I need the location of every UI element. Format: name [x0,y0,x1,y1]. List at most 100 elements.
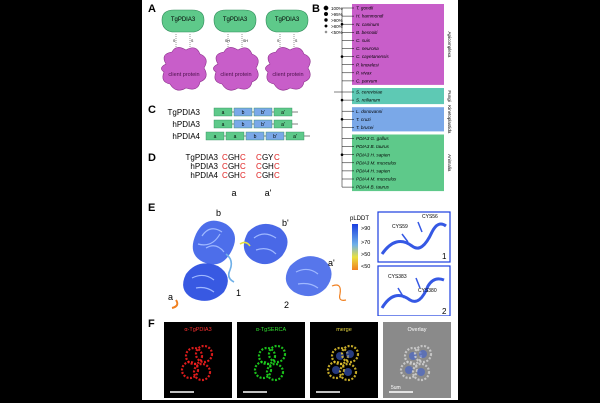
motif-residue: C [240,153,246,162]
panel-letter-e: E [148,202,156,214]
motif-residue: Y [268,153,274,162]
taxon-label: PDIA3 H. sapien [356,152,390,157]
nucleus [332,366,340,374]
domain-box-label: a' [281,122,285,128]
domain-box-label: a [222,122,225,128]
taxon-label: T. gondii [356,6,374,11]
scale-label: 5um [391,385,401,391]
clade-label-api: Apicomplexa [447,32,452,58]
panel-letter-d: D [148,152,156,164]
plddt-tick-0: >90 [361,226,370,232]
plddt-tick-3: <50 [361,264,370,270]
cell-signal [267,344,287,364]
cell-signal [411,362,431,382]
motif-residue: G [228,162,234,171]
taxon-label: T. brucei [356,125,374,130]
plddt-tick-2: >50 [361,252,370,258]
panel-letter-c: C [148,104,156,116]
domain-box-label: b [242,110,245,116]
motif-residue: C [240,162,246,171]
clade-label-ani: Animalia [447,154,452,172]
legend-dot [324,18,328,22]
plddt-title: pLDDT [350,216,369,222]
domain-label-a: a [168,292,173,302]
taxon-label: S. cerevisiae [356,90,383,95]
clade-label-fungi: Fungi [447,90,452,101]
cell-signal [180,360,200,380]
legend-label: <50% [331,30,343,35]
domain-box [233,119,253,129]
motif-label-aprime: a' [265,188,272,198]
panel-letter-b: B [312,3,320,15]
motif-residue: C [222,171,228,180]
enzyme-label: TgPDIA3 [171,17,196,23]
inset-1-num: 1 [442,252,447,261]
motif-residue: H [234,171,240,180]
site-label-1: 1 [236,288,241,298]
client-protein-label: client protein [272,72,303,78]
inset-1-label-1: CYS56 [422,214,438,220]
bond-label: S [191,39,194,43]
support-node [340,153,344,156]
domain-label-bprime: b' [282,218,289,228]
plddt-tick-1: >70 [361,240,370,246]
motif-residue: G [228,171,234,180]
domain-box-label: b [242,122,245,128]
domain-box [273,119,293,129]
micrograph-label: merge [336,327,352,333]
inset-2 [377,265,451,316]
cell-signal [340,344,360,364]
motif-residue: C [256,171,262,180]
panel-letter-a: A [148,3,156,15]
bond-label: SH [225,39,230,43]
domain-box [225,131,245,141]
domain-box [285,131,305,141]
motif-residue: C [222,162,228,171]
bond-label: S [173,39,176,43]
bond-label: S [277,39,280,43]
legend-label: >95% [331,12,343,17]
domain-box [253,119,273,129]
motif-residue: C [256,153,262,162]
taxon-label: S. reilianum [356,98,380,103]
clade-box-kin [352,107,444,132]
clade-label-kin: Kinetoplastida [447,105,452,134]
micrograph-label: α-TgSERCA [256,327,287,333]
motif-residue: G [228,153,234,162]
motif-row-label: hPDIA4 [190,171,218,180]
taxon-label: H. hammondi [356,14,384,19]
plddt-colorbar [352,224,358,270]
clade-box-fungi [352,88,444,105]
inset-2-num: 2 [442,307,447,316]
nucleus [344,368,352,376]
motif-residue: C [274,171,280,180]
motif-residue: H [268,162,274,171]
nucleus [405,366,413,374]
motif-residue: H [234,162,240,171]
domain-box [213,107,233,117]
taxon-label: C. suis [356,38,371,43]
domain-box-label: b' [261,122,265,128]
support-node [340,118,344,121]
taxon-label: PDIA3 M. musculus [356,160,397,165]
enzyme-shape [161,9,205,33]
support-node [340,98,344,102]
domain-box-label: a [222,110,225,116]
taxon-label: N. caninum [356,22,379,27]
domain-box [245,131,265,141]
support-node [340,55,344,58]
domain-box-label: b' [273,134,277,140]
inset-2-label-0: CYS383 [388,274,407,280]
motif-residue: G [262,153,268,162]
enzyme-shape [265,9,309,33]
support-node [340,22,344,26]
enzyme-label: TgPDIA3 [223,17,248,23]
motif-row-label: hPDIA3 [190,162,218,171]
taxon-label: L. donovanni [356,109,383,114]
nucleus [346,350,354,358]
taxon-label: PDIA4 B. taurus [356,185,390,190]
domain-box-label: a [234,134,237,140]
